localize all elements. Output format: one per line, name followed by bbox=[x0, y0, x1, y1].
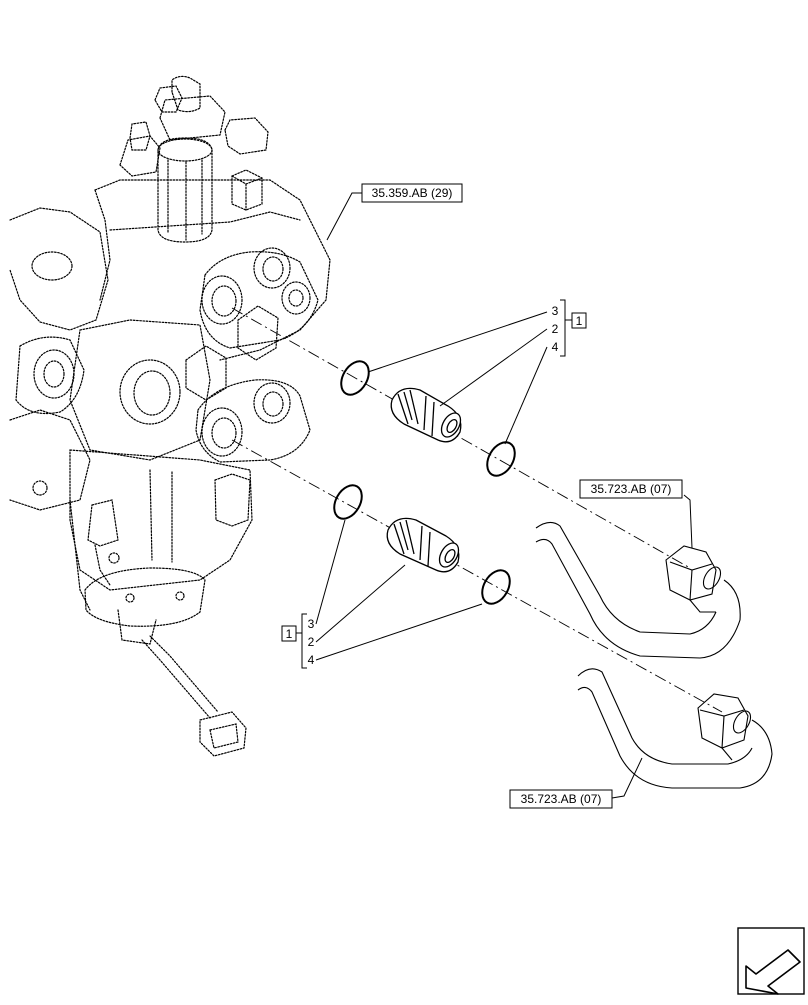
ref-label-tube-lower: 35.723.AB (07) bbox=[521, 792, 602, 806]
lower-group-number: 1 bbox=[286, 627, 293, 641]
ref-box-tube-upper[interactable]: 35.723.AB (07) bbox=[579, 479, 683, 499]
control-valve-assembly bbox=[9, 75, 331, 757]
next-page-arrow-icon[interactable] bbox=[737, 927, 805, 995]
upper-o-ring-left bbox=[340, 360, 370, 396]
ref-label-tube-upper: 35.723.AB (07) bbox=[591, 482, 672, 496]
lower-hydraulic-tube bbox=[577, 668, 773, 789]
upper-bracket bbox=[560, 299, 566, 357]
lower-o-ring-left bbox=[333, 484, 363, 520]
upper-hydraulic-tube bbox=[535, 521, 741, 659]
lower-o-ring-right bbox=[481, 569, 511, 605]
lower-adapter-fitting bbox=[386, 517, 460, 573]
lower-item-3: 3 bbox=[308, 617, 315, 631]
lower-bracket bbox=[301, 613, 307, 669]
upper-o-ring-right bbox=[486, 441, 516, 477]
lower-item-4: 4 bbox=[308, 653, 315, 667]
lower-item-callout: 1 3 2 4 bbox=[281, 613, 315, 669]
upper-item-callout: 3 2 4 1 bbox=[552, 299, 587, 357]
ref-box-tube-lower[interactable]: 35.723.AB (07) bbox=[509, 789, 613, 809]
upper-group-number: 1 bbox=[576, 314, 583, 328]
lower-item-2: 2 bbox=[308, 635, 315, 649]
upper-item-3: 3 bbox=[552, 304, 559, 318]
upper-item-4: 4 bbox=[552, 340, 559, 354]
ref-box-valve[interactable]: 35.359.AB (29) bbox=[361, 183, 463, 203]
assembly-center-lines bbox=[231, 307, 723, 713]
upper-group-box bbox=[571, 312, 587, 329]
leader-lines bbox=[315, 192, 693, 799]
ref-label-valve: 35.359.AB (29) bbox=[372, 186, 453, 200]
upper-adapter-fitting bbox=[390, 387, 462, 443]
upper-item-2: 2 bbox=[552, 322, 559, 336]
